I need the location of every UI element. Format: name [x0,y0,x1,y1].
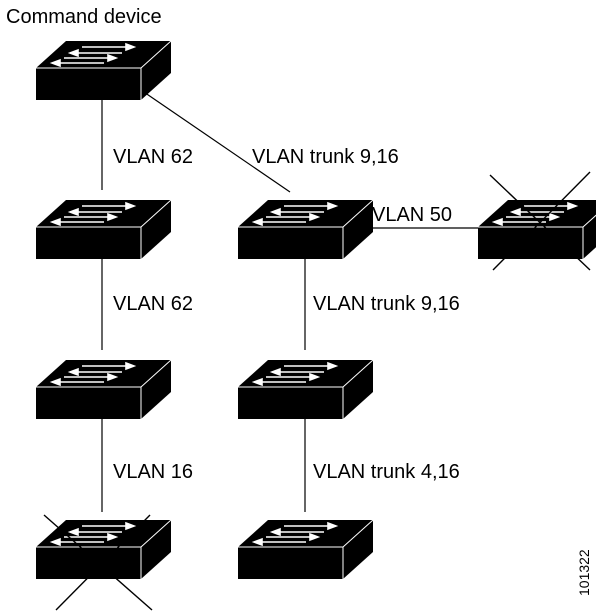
switch-left-1 [35,199,172,260]
label-middle-right: VLAN 50 [372,204,452,226]
switch-middle-1 [237,199,374,260]
switch-icon [237,199,374,260]
label-middle-lower: VLAN trunk 4,16 [313,461,460,483]
switch-icon [35,40,172,101]
switch-command-device [35,40,172,101]
switch-right-1-failed [477,171,596,271]
switch-icon [35,199,172,260]
diagram-title: Command device [6,6,162,28]
link-cmd-middle [137,87,291,193]
label-cmd-left: VLAN 62 [113,146,193,168]
label-middle-upper: VLAN trunk 9,16 [313,293,460,315]
switch-icon [237,519,374,580]
switch-left-3-failed [35,514,172,611]
switch-icon [477,199,596,260]
switch-icon [35,519,172,580]
switch-middle-2 [237,359,374,420]
x-mark-icon [489,171,591,271]
switch-middle-3 [237,519,374,580]
label-left-lower: VLAN 16 [113,461,193,483]
figure-number: 101322 [576,549,592,596]
x-mark-icon [43,514,153,611]
label-left-upper: VLAN 62 [113,293,193,315]
switch-icon [237,359,374,420]
label-cmd-middle: VLAN trunk 9,16 [252,146,399,168]
switch-left-2 [35,359,172,420]
switch-icon [35,359,172,420]
